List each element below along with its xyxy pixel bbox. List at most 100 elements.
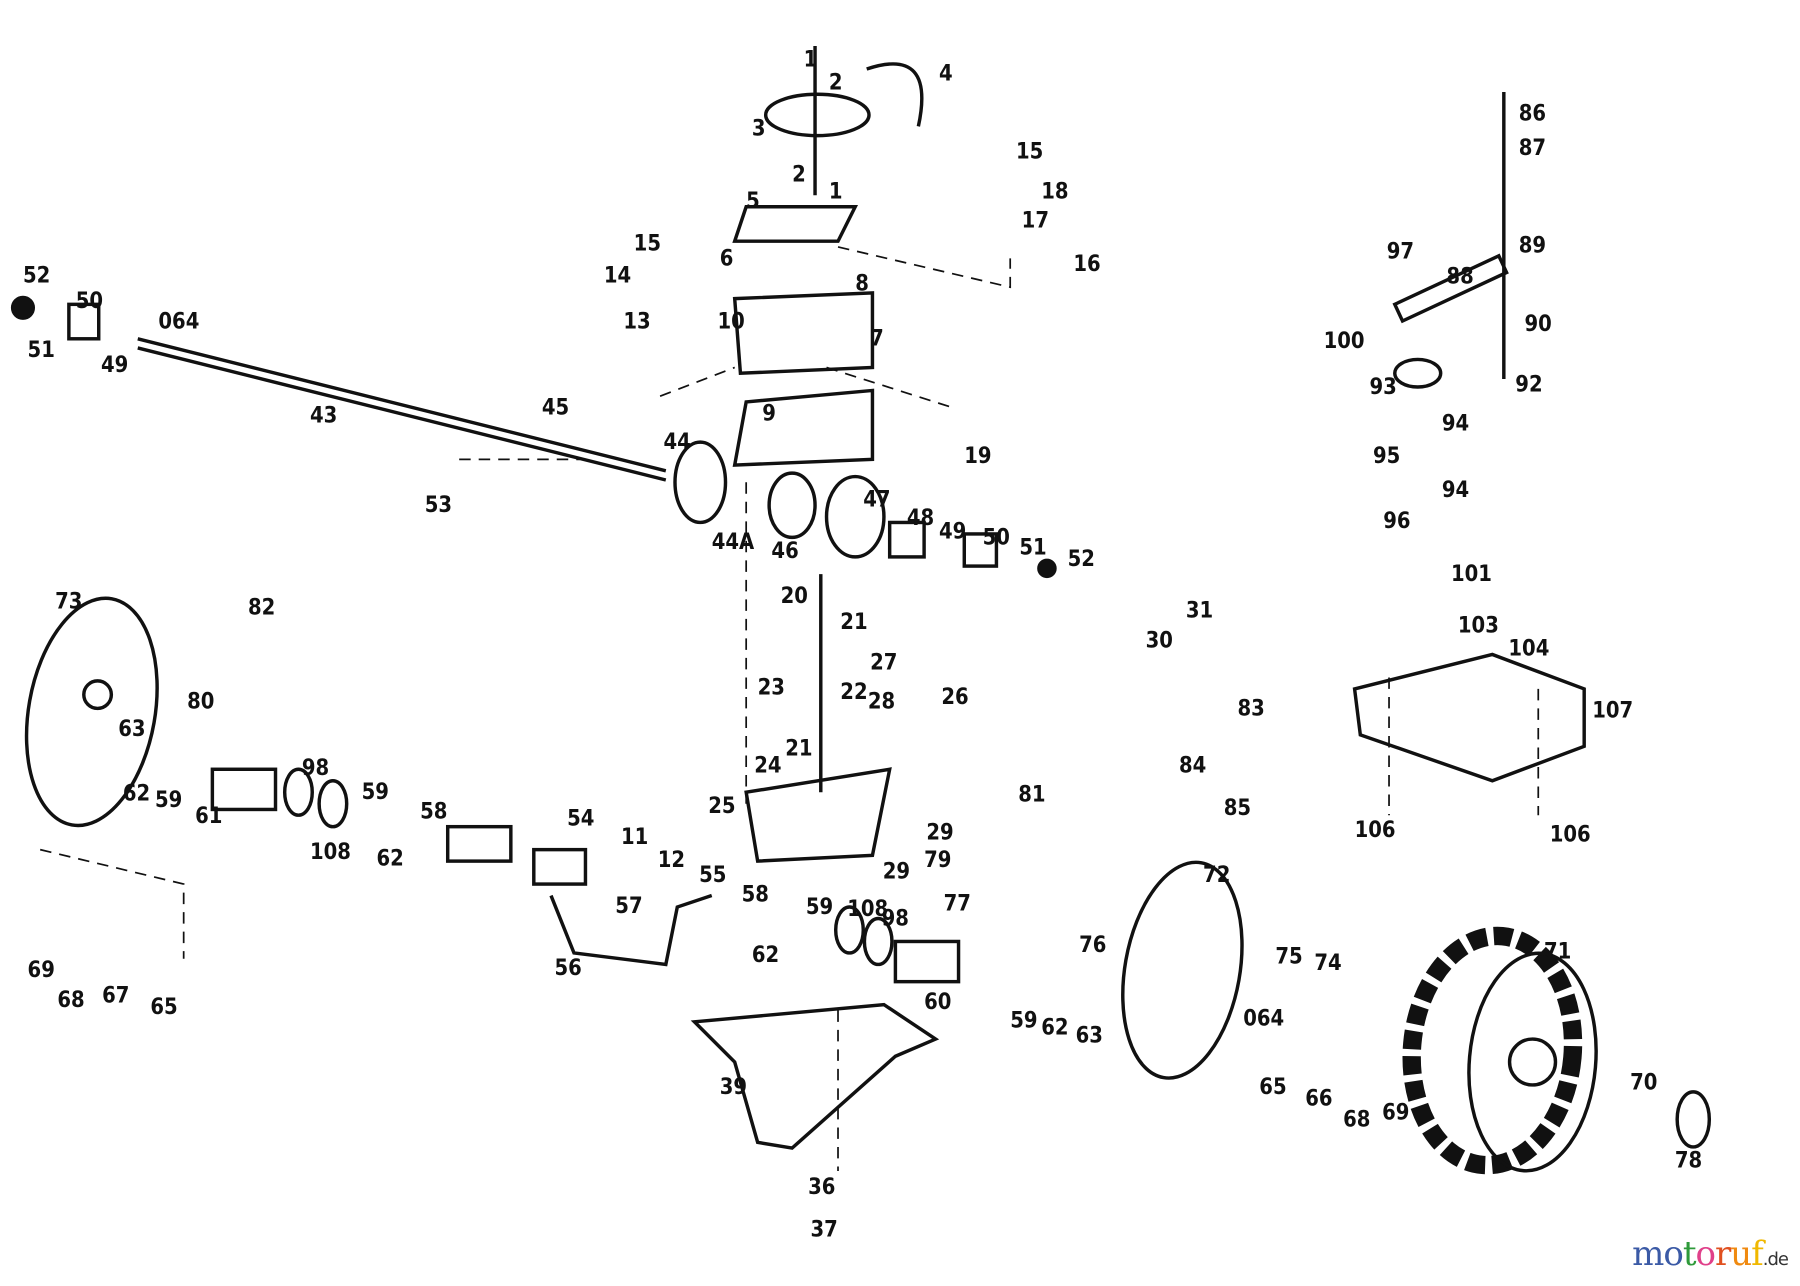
- worm-gear: [767, 471, 817, 540]
- gearbox-housing: [732, 291, 875, 376]
- part-number-label: 5: [746, 189, 760, 214]
- part-number-label: 26: [941, 685, 968, 710]
- part-drawings: [10, 46, 1712, 1175]
- logo-letter: o: [1695, 1234, 1717, 1274]
- part-number-label: 43: [310, 404, 337, 429]
- part-number-label: 83: [1238, 696, 1265, 721]
- part-number-label: 67: [102, 983, 129, 1008]
- part-number-label: 13: [623, 309, 650, 334]
- part-number-label: 92: [1515, 373, 1542, 398]
- part-number-label: 47: [863, 487, 890, 512]
- part-number-label: 1: [804, 48, 818, 73]
- part-number-label: 25: [708, 794, 735, 819]
- part-number-label: 21: [785, 737, 812, 762]
- part-number-label: 66: [1305, 1087, 1332, 1112]
- part-number-label: 65: [1259, 1075, 1286, 1100]
- axle-bracket: [549, 893, 713, 967]
- part-number-label: 65: [150, 995, 177, 1020]
- part-number-label: 55: [699, 863, 726, 888]
- part-number-label: 4: [939, 62, 953, 87]
- hubcap: [1675, 1090, 1712, 1149]
- part-number-label: 14: [604, 264, 631, 289]
- part-number-label: 58: [420, 800, 447, 825]
- part-number-label: 45: [542, 396, 569, 421]
- part-number-label: 8: [855, 272, 869, 297]
- part-number-label: 68: [1343, 1107, 1370, 1132]
- right-wheel-gear: [1121, 860, 1244, 1080]
- part-number-label: 18: [1041, 180, 1068, 205]
- part-number-label: 60: [924, 990, 951, 1015]
- part-number-label: 30: [1146, 629, 1173, 654]
- part-number-label: 62: [377, 847, 404, 872]
- part-number-label: 59: [155, 788, 182, 813]
- clutch: [824, 474, 886, 559]
- wheel-tire: [1402, 926, 1583, 1175]
- part-number-label: 61: [195, 804, 222, 829]
- part-number-label: 63: [118, 717, 145, 742]
- drive-shaft: [137, 337, 667, 473]
- part-number-label: 86: [1519, 102, 1546, 127]
- part-number-label: 69: [28, 958, 55, 983]
- logo-letter: o: [1663, 1234, 1684, 1274]
- gearbox-cover-plate: [732, 205, 859, 243]
- pulley: [763, 92, 871, 138]
- part-number-label: 2: [829, 71, 843, 96]
- part-number-label: 106: [1355, 818, 1396, 843]
- part-number-label: 69: [1382, 1100, 1409, 1125]
- part-number-label: 104: [1508, 637, 1549, 662]
- part-number-label: 85: [1224, 796, 1251, 821]
- part-number-label: 21: [840, 610, 867, 635]
- v-belt: [866, 62, 924, 127]
- part-number-label: 94: [1442, 412, 1469, 437]
- part-number-label: 11: [621, 825, 648, 850]
- part-number-label: 98: [302, 756, 329, 781]
- part-number-label: 50: [983, 525, 1010, 550]
- part-number-label: 48: [907, 506, 934, 531]
- part-number-label: 50: [76, 289, 103, 314]
- wheel-rim: [1467, 951, 1598, 1173]
- part-number-label: 71: [1544, 940, 1571, 965]
- part-number-label: 80: [187, 689, 214, 714]
- part-number-label: 62: [1041, 1015, 1068, 1040]
- part-number-label: 78: [1675, 1149, 1702, 1174]
- part-number-label: 77: [944, 891, 971, 916]
- part-number-label: 97: [1387, 239, 1414, 264]
- logo-letter: u: [1730, 1234, 1752, 1274]
- part-number-label: 29: [926, 820, 953, 845]
- part-number-label: 106: [1550, 823, 1591, 848]
- part-number-label: 108: [847, 897, 888, 922]
- part-number-label: 59: [1010, 1009, 1037, 1034]
- part-number-label: 28: [868, 689, 895, 714]
- lower-gearbox: [744, 767, 892, 863]
- part-number-label: 79: [924, 848, 951, 873]
- part-number-label: 37: [810, 1217, 837, 1242]
- part-number-label: 98: [882, 906, 909, 931]
- part-number-label: 49: [101, 353, 128, 378]
- part-number-label: 57: [615, 894, 642, 919]
- logo-letter: m: [1632, 1234, 1664, 1274]
- part-number-label: 064: [1243, 1006, 1284, 1031]
- part-number-label: 46: [771, 539, 798, 564]
- part-number-label: 52: [1068, 547, 1095, 572]
- part-number-label: 53: [425, 493, 452, 518]
- part-number-label: 064: [158, 309, 199, 334]
- part-number-label: 27: [870, 650, 897, 675]
- part-number-label: 59: [806, 895, 833, 920]
- part-number-label: 52: [23, 264, 50, 289]
- part-number-label: 73: [55, 590, 82, 615]
- guard-plate: [690, 1002, 940, 1150]
- part-number-label: 3: [752, 117, 766, 142]
- part-number-label: 84: [1179, 754, 1206, 779]
- part-number-label: 15: [1016, 140, 1043, 165]
- logo-tld: .de: [1762, 1249, 1789, 1270]
- part-number-label: 16: [1073, 252, 1100, 277]
- part-number-label: 51: [1019, 536, 1046, 561]
- part-number-label: 96: [1383, 509, 1410, 534]
- part-number-label: 87: [1519, 136, 1546, 161]
- part-number-label: 108: [310, 840, 351, 865]
- part-number-label: 12: [658, 848, 685, 873]
- part-number-label: 24: [754, 754, 781, 779]
- part-number-label: 59: [362, 780, 389, 805]
